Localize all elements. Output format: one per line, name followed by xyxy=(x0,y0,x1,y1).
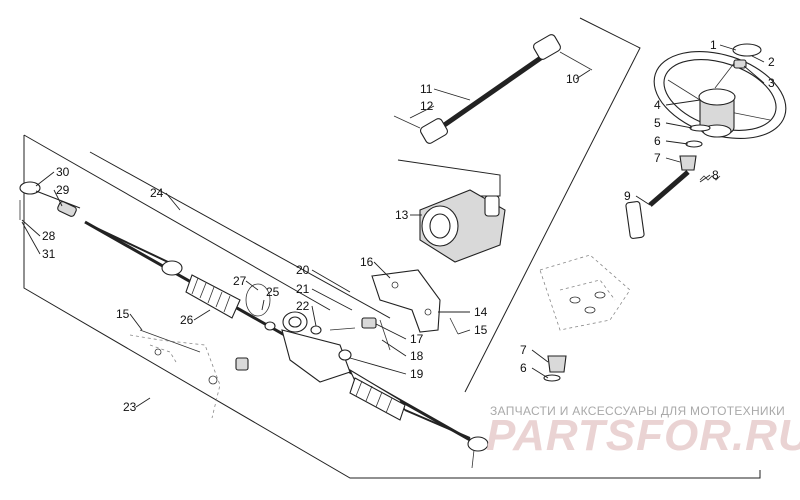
callout-6: 6 xyxy=(654,134,661,148)
watermark-logo: PARTSFOR.RU xyxy=(486,411,800,460)
callout-15: 15 xyxy=(474,323,488,337)
callout-6-lower: 6 xyxy=(520,361,527,375)
right-column-frame xyxy=(464,17,641,393)
callout-8: 8 xyxy=(712,168,719,182)
callout-17: 17 xyxy=(410,332,424,346)
boot-clamp xyxy=(245,283,271,317)
leader-lines xyxy=(21,44,765,408)
watermark-caption: ЗАПЧАСТИ И АКСЕССУАРЫ ДЛЯ МОТОТЕХНИКИ xyxy=(490,404,786,418)
intermediate-shaft xyxy=(393,34,593,144)
rack-boot-right xyxy=(349,377,406,421)
steering-column xyxy=(625,170,690,239)
column-parts xyxy=(679,124,721,181)
callout-15-left: 15 xyxy=(116,307,130,321)
lower-bushing xyxy=(543,355,567,382)
callout-28: 28 xyxy=(42,229,56,243)
steering-wheel xyxy=(653,50,787,140)
motor-bracket xyxy=(371,269,441,333)
power-steering-motor xyxy=(419,189,506,263)
tie-rod-left xyxy=(19,181,183,276)
callout-30: 30 xyxy=(56,165,70,179)
callout-25: 25 xyxy=(266,285,280,299)
callout-31: 31 xyxy=(42,247,56,261)
callout-18: 18 xyxy=(410,349,424,363)
callout-24: 24 xyxy=(150,186,164,200)
horn-cap xyxy=(732,43,762,69)
callout-22: 22 xyxy=(296,299,310,313)
callout-7-lower: 7 xyxy=(520,343,527,357)
callout-2: 2 xyxy=(768,55,775,69)
left-frame-top xyxy=(23,134,331,311)
callout-12: 12 xyxy=(420,99,434,113)
callout-1: 1 xyxy=(710,38,717,52)
callout-26: 26 xyxy=(180,313,194,327)
callout-16: 16 xyxy=(360,255,374,269)
callout-23: 23 xyxy=(123,400,137,414)
callout-9: 9 xyxy=(624,189,631,203)
lower-support-bracket xyxy=(539,254,631,331)
callout-20: 20 xyxy=(296,263,310,277)
callout-3: 3 xyxy=(768,76,775,90)
callout-4: 4 xyxy=(654,98,661,112)
hardware-washers xyxy=(235,321,356,371)
rack-boot-left xyxy=(185,274,241,319)
callout-10: 10 xyxy=(566,72,580,86)
callout-21: 21 xyxy=(296,282,310,296)
bolts xyxy=(139,317,459,353)
callout-19: 19 xyxy=(410,367,424,381)
callout-29: 29 xyxy=(56,183,70,197)
callout-27: 27 xyxy=(233,274,247,288)
callout-7: 7 xyxy=(654,151,661,165)
callout-14: 14 xyxy=(474,305,488,319)
shaft-frame xyxy=(397,159,501,197)
tie-rod-right xyxy=(404,409,489,469)
frame-bracket-dashed xyxy=(129,334,221,419)
rack-frame-top xyxy=(89,151,391,319)
callout-11: 11 xyxy=(420,82,433,96)
left-assembly-frame xyxy=(23,135,761,479)
callout-13: 13 xyxy=(395,208,409,222)
callout-5: 5 xyxy=(654,116,661,130)
